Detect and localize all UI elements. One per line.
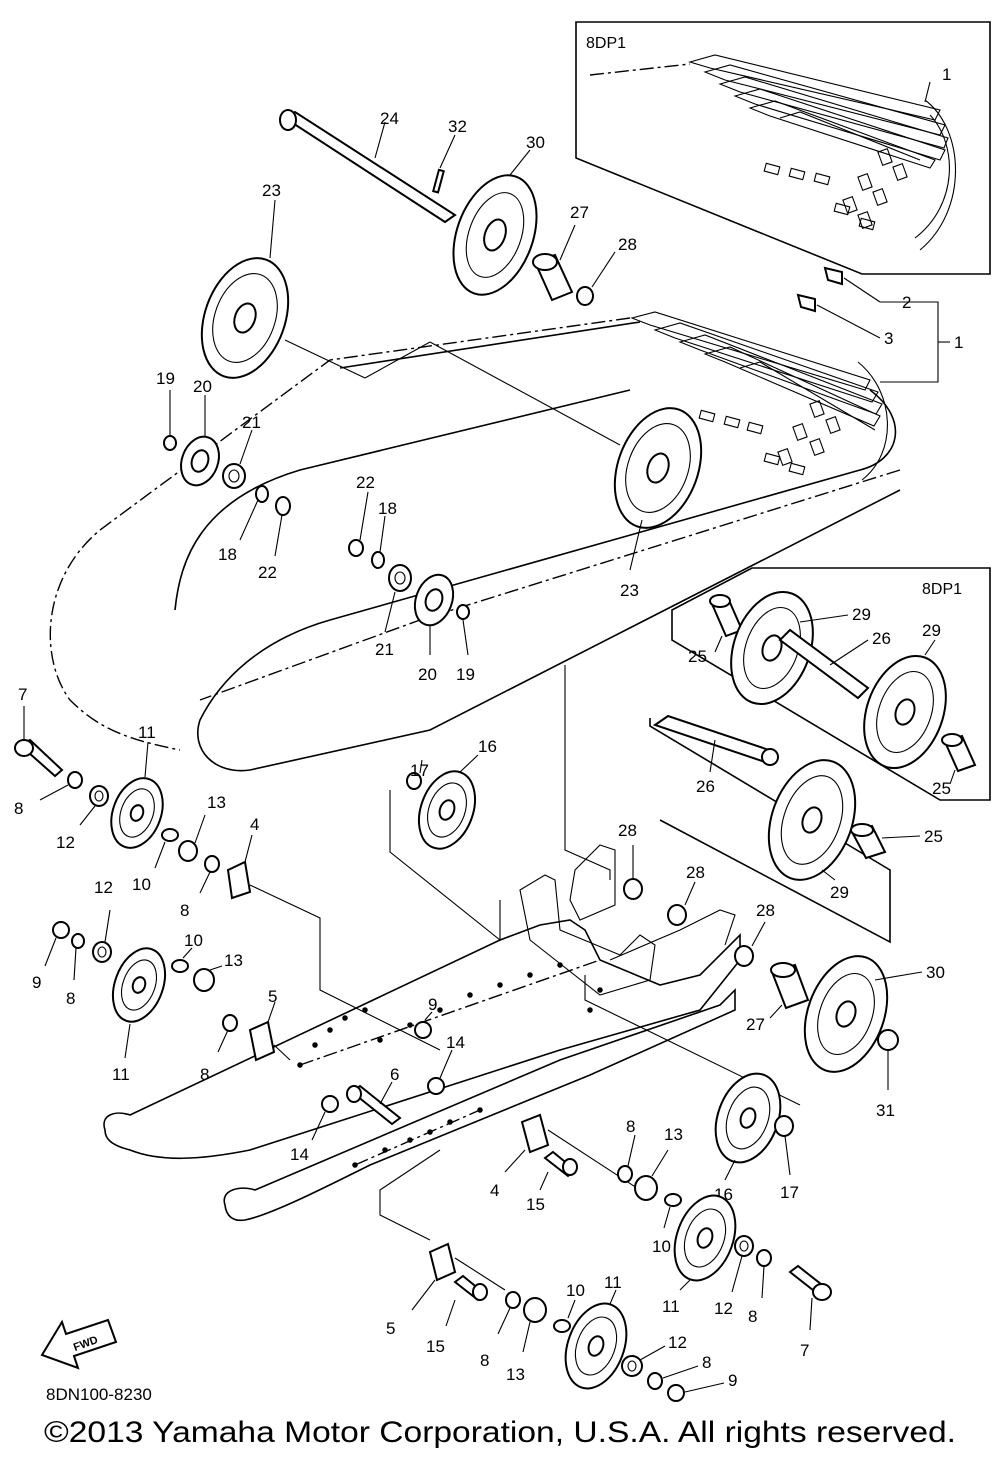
callout-19-center: 19	[456, 665, 475, 684]
callout-23-center: 23	[620, 581, 639, 600]
callout-17-lower: 17	[780, 1183, 799, 1202]
part-code: 8DN100-8230	[46, 1385, 152, 1404]
callout-21-left: 21	[242, 413, 261, 432]
callout-8-bottom-b: 8	[702, 1353, 711, 1372]
callout-31: 31	[876, 1101, 895, 1120]
callout-26-mid: 26	[696, 777, 715, 796]
callout-7-right: 7	[800, 1341, 809, 1360]
callout-4-upper: 4	[250, 815, 259, 834]
copyright-notice: ©2013 Yamaha Motor Corporation, U.S.A. A…	[44, 1416, 956, 1449]
center-bearing-group: 22 18 21 20 19 23	[348, 407, 703, 684]
callout-32: 32	[448, 117, 467, 136]
callout-1-top: 1	[942, 65, 951, 84]
callout-10-lower-left: 10	[184, 931, 203, 950]
callout-27-lower: 27	[746, 1015, 765, 1034]
callout-11-lower-left: 11	[112, 1065, 130, 1084]
callout-22-left: 22	[258, 563, 277, 582]
middle-bolt-group: 9 14 14 6	[290, 995, 465, 1164]
callout-8-bottom-a: 8	[480, 1351, 489, 1370]
callout-29-inset-b: 29	[922, 621, 941, 640]
callout-25-mid: 25	[924, 827, 943, 846]
callout-29-mid: 29	[830, 883, 849, 902]
callout-26-inset: 26	[872, 629, 891, 648]
callout-11-lc: 11	[662, 1297, 680, 1316]
callout-18-center: 18	[378, 499, 397, 518]
bottom-group: 5 15 8 13 10 11 12 8 9	[379, 1149, 737, 1402]
lower-center-group: 4 15 8 13 10 16 17 11 12 8	[490, 1072, 832, 1360]
left-wheel-group-lower: 9 8 12 11 10 13 8 5	[32, 878, 291, 1084]
callout-30-upper: 30	[526, 133, 545, 152]
suspension-frame	[103, 844, 741, 1222]
callout-13-lc: 13	[664, 1125, 683, 1144]
inset-right-label: 8DP1	[922, 581, 962, 598]
callout-12-bottom: 12	[668, 1333, 687, 1352]
callout-4-lower: 4	[490, 1181, 499, 1200]
callout-28-b: 28	[686, 863, 705, 882]
callout-14-left: 14	[290, 1145, 309, 1164]
callout-10-upper-left: 10	[132, 875, 151, 894]
callout-13-bottom: 13	[506, 1365, 525, 1384]
callout-8-upper-mid: 8	[180, 901, 189, 920]
callout-15-upper: 15	[526, 1195, 545, 1214]
center-right-wheel-group: 28 28 28 27 30 31	[564, 665, 945, 1120]
center-idler-group: 17 16	[389, 737, 501, 942]
callout-8-upper-left: 8	[14, 799, 23, 818]
callout-10-bottom: 10	[566, 1281, 585, 1300]
callout-27-upper: 27	[570, 203, 589, 222]
callout-21-center: 21	[375, 640, 394, 659]
callout-12-upper-left: 12	[56, 833, 75, 852]
callout-28-c: 28	[756, 901, 775, 920]
callout-25-inset-b: 25	[932, 779, 951, 798]
callout-30-lower: 30	[926, 963, 945, 982]
callout-5-upper: 5	[268, 987, 277, 1006]
callout-2: 2	[902, 293, 911, 312]
callout-8-lower-left: 8	[66, 989, 75, 1008]
callout-8-lower-mid: 8	[200, 1065, 209, 1084]
callout-13-upper-left: 13	[207, 793, 226, 812]
callout-23-left: 23	[262, 181, 281, 200]
callout-24: 24	[380, 109, 399, 128]
callout-15-lower: 15	[426, 1337, 445, 1356]
callout-19-left: 19	[156, 369, 175, 388]
callout-7-left: 7	[18, 685, 27, 704]
callout-12-lower-left: 12	[94, 878, 113, 897]
track-inset-top: 8DP1 1	[575, 21, 991, 275]
callout-3: 3	[884, 329, 893, 348]
callout-6: 6	[390, 1065, 399, 1084]
callout-13-lower-left: 13	[224, 951, 243, 970]
callout-11-bottom: 11	[604, 1273, 622, 1292]
left-wheel-group-upper: 7 8 12 11 10 13 8 4	[14, 685, 441, 1051]
callout-18-left: 18	[218, 545, 237, 564]
callout-9-mid: 9	[428, 995, 437, 1014]
upper-shaft-group: 24 32 30 27 28 23	[200, 109, 637, 446]
track-belt: 2 3 1	[49, 266, 963, 772]
callout-9-left: 9	[32, 973, 41, 992]
callout-8-lc-a: 8	[626, 1117, 635, 1136]
callout-1-main: 1	[954, 333, 963, 352]
callout-17-upper: 17	[410, 761, 429, 780]
callout-8-lc-b: 8	[748, 1307, 757, 1326]
callout-29-inset-a: 29	[852, 605, 871, 624]
callout-20-center: 20	[418, 665, 437, 684]
left-bearing-group: 19 20 21 18 22	[156, 369, 291, 582]
callout-5-lower: 5	[386, 1319, 395, 1338]
right-wheel-group: 26 29 25	[649, 714, 943, 944]
fwd-arrow-icon: FWD	[40, 1318, 118, 1370]
inset-top-label: 8DP1	[586, 35, 626, 52]
callout-16-upper: 16	[478, 737, 497, 756]
callout-12-lc: 12	[714, 1299, 733, 1318]
callout-20-left: 20	[193, 377, 212, 396]
callout-25-inset: 25	[688, 647, 707, 666]
callout-9-bottom: 9	[728, 1371, 737, 1390]
callout-14-right: 14	[446, 1033, 465, 1052]
callout-10-lc: 10	[652, 1237, 671, 1256]
callout-28-upper: 28	[618, 235, 637, 254]
callout-28-a: 28	[618, 821, 637, 840]
callout-11-upper-left: 11	[138, 723, 156, 742]
wheel-inset-right: 8DP1 25 29 26 29 25	[671, 567, 991, 801]
callout-22-center: 22	[356, 473, 375, 492]
